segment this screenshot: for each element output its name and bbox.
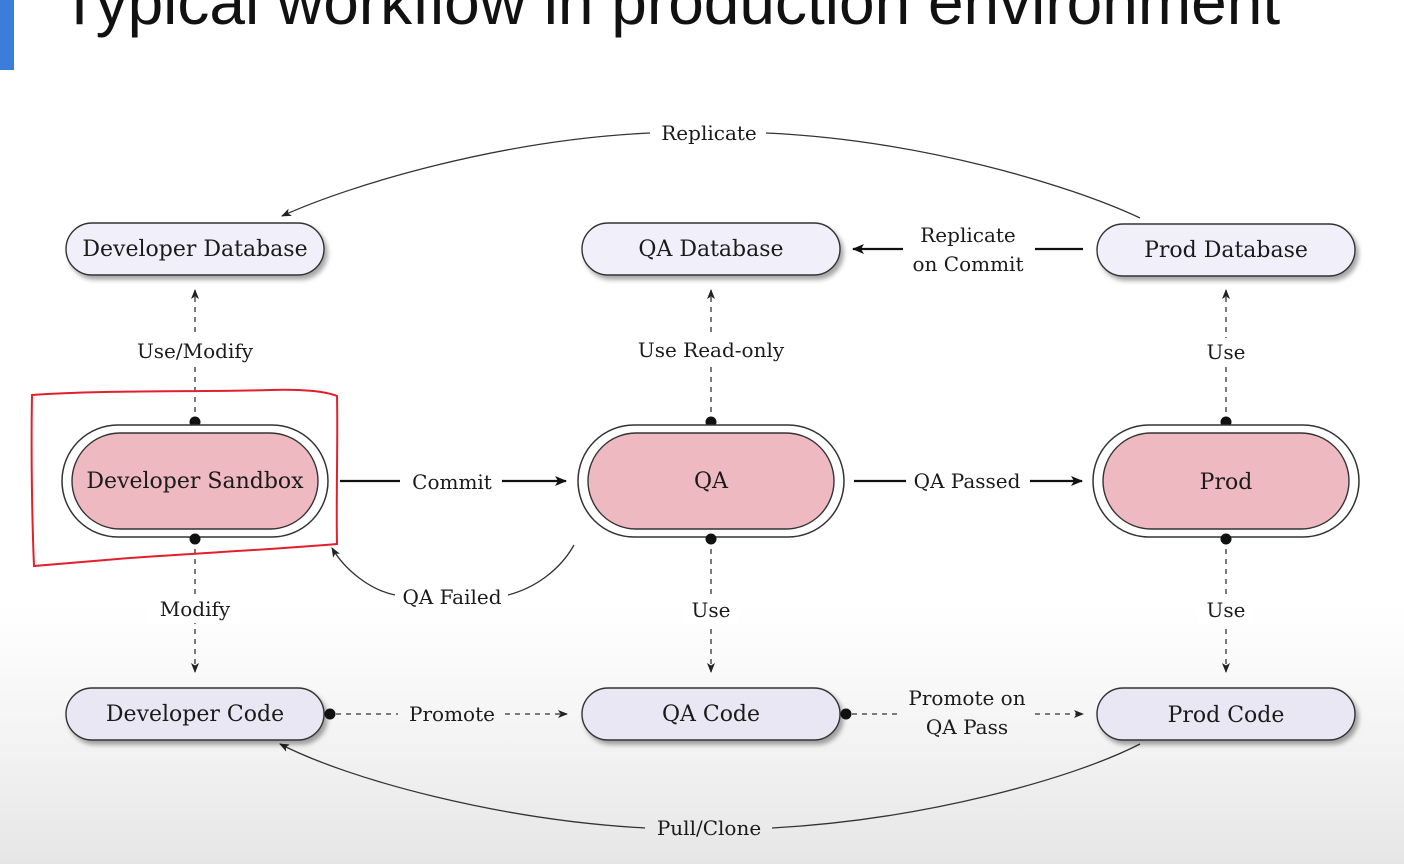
node-prod-database: Prod Database xyxy=(1096,223,1356,277)
qa-label: QA xyxy=(694,469,729,494)
prod-label: Prod xyxy=(1200,470,1253,495)
replicate-on-commit-label-line1: Replicate xyxy=(920,223,1016,247)
qa-code-label: QA Code xyxy=(662,702,760,727)
prod-database-label: Prod Database xyxy=(1144,238,1308,263)
qa-database-label: QA Database xyxy=(638,237,783,262)
node-developer-database: Developer Database xyxy=(65,222,325,276)
prod-bottom-dot xyxy=(1220,533,1232,545)
modify-label: Modify xyxy=(160,597,231,621)
highlight-annotation xyxy=(30,388,339,568)
node-prod: Prod xyxy=(1092,424,1360,538)
node-developer-code: Developer Code xyxy=(65,687,325,741)
qa-passed-label: QA Passed xyxy=(914,469,1021,493)
dev-code-right-dot xyxy=(324,708,336,720)
commit-label: Commit xyxy=(412,470,492,494)
promote-on-qa-pass-label-line1: Promote on xyxy=(908,686,1025,710)
use-modify-label: Use/Modify xyxy=(137,339,254,363)
replicate-curve-left xyxy=(281,132,651,217)
promote-label: Promote xyxy=(409,702,495,726)
promote-on-qa-pass-label-line2: QA Pass xyxy=(926,715,1008,739)
pull-clone-curve-left xyxy=(279,743,646,829)
use-prod-code-label: Use xyxy=(1207,598,1246,622)
prod-code-label: Prod Code xyxy=(1168,703,1285,728)
qa-code-right-dot xyxy=(840,708,852,720)
pull-clone-label: Pull/Clone xyxy=(657,816,761,840)
qa-failed-curve-right xyxy=(507,544,575,596)
use-prod-db-label: Use xyxy=(1207,340,1246,364)
developer-database-label: Developer Database xyxy=(82,237,307,262)
replicate-label: Replicate xyxy=(661,121,757,145)
node-qa: QA xyxy=(577,424,845,538)
node-prod-code: Prod Code xyxy=(1096,687,1356,741)
title-accent-bar xyxy=(0,0,14,70)
node-qa-code: QA Code xyxy=(581,687,841,741)
node-developer-sandbox: Developer Sandbox xyxy=(61,424,329,538)
node-qa-database: QA Database xyxy=(581,222,841,276)
dev-sandbox-bottom-dot xyxy=(189,533,201,545)
developer-sandbox-label: Developer Sandbox xyxy=(86,469,304,494)
qa-failed-label: QA Failed xyxy=(402,585,501,609)
developer-code-label: Developer Code xyxy=(106,702,284,727)
use-qa-code-label: Use xyxy=(692,598,731,622)
use-read-only-label: Use Read-only xyxy=(638,338,785,362)
replicate-on-commit-label-line2: on Commit xyxy=(913,252,1024,276)
replicate-curve-right xyxy=(765,132,1141,219)
qa-failed-curve-left xyxy=(331,547,396,596)
slide-title: Typical workflow in production environme… xyxy=(60,0,1281,38)
qa-bottom-dot xyxy=(705,533,717,545)
pull-clone-curve-right xyxy=(771,743,1141,829)
